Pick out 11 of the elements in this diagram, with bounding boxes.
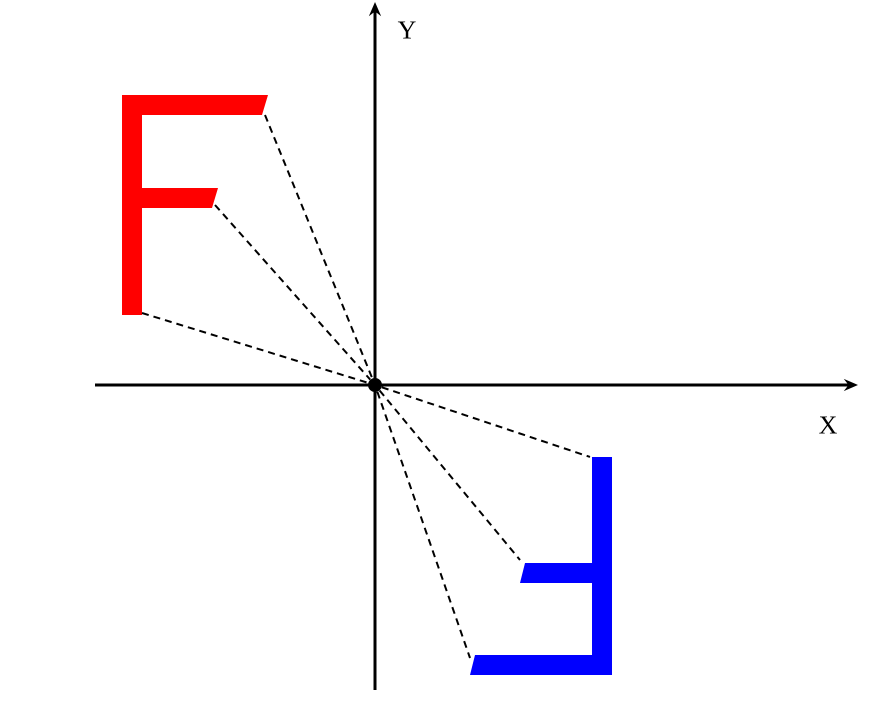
dashed-line [382,386,590,458]
origin-dot [368,378,382,392]
letter-f-drawing [122,94,268,315]
reflected-letter-f-drawing [470,456,612,675]
dashed-line [378,390,521,561]
dashed-line [142,312,368,384]
dashed-line [376,391,471,658]
dashed-line [264,114,374,379]
dashed-line [214,204,371,380]
axis-label: Y [398,21,416,38]
axis-label: X [819,416,837,434]
